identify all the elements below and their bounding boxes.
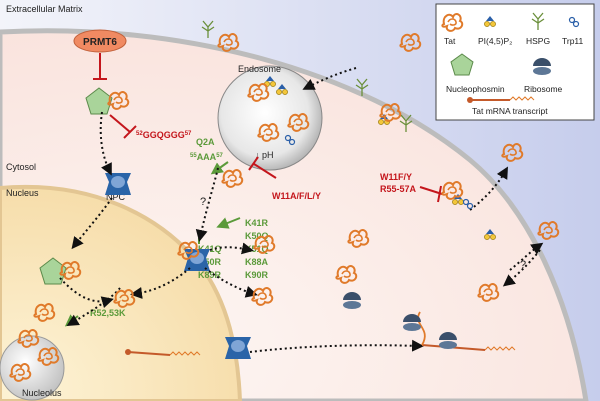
legend: Tat PI(4,5)P₂ HSPG Trp11 Nucleophosmin R… bbox=[435, 3, 595, 121]
ggq-inhibit-line bbox=[109, 114, 131, 133]
k-right-arrow bbox=[216, 217, 241, 229]
legend-nucleophosmin-label: Nucleophosmin bbox=[446, 84, 505, 94]
mrna-transcript-1 bbox=[125, 349, 201, 356]
nucleus-label: Nucleus bbox=[6, 188, 39, 198]
nucleophosmin-nucleus bbox=[39, 257, 67, 285]
k-left-label-2: K50R bbox=[198, 257, 222, 267]
w11f-inhibit-bar bbox=[437, 185, 442, 203]
ggq-inhibit-bar bbox=[123, 125, 137, 139]
legend-mrna-cap bbox=[467, 97, 473, 103]
npc-bottom bbox=[225, 337, 251, 359]
legend-nucleophosmin-icon bbox=[450, 53, 474, 76]
nucleolus-label: Nucleolus bbox=[22, 388, 62, 398]
arrow-npc-to-transcript bbox=[249, 339, 424, 353]
r55-label: R55-57A bbox=[380, 184, 417, 194]
arrow-ecm-to-endosome bbox=[302, 67, 357, 90]
legend-tat-label: Tat bbox=[444, 36, 456, 46]
legend-pip2-label: PI(4,5)P₂ bbox=[478, 36, 512, 46]
k-right-label-5: K90R bbox=[245, 270, 269, 280]
endosome-label: Endosome bbox=[238, 64, 281, 74]
legend-ribosome-label: Ribosome bbox=[524, 84, 563, 94]
aaa-label: 55AAA57 bbox=[190, 152, 224, 162]
cytosol-label: Cytosol bbox=[6, 162, 36, 172]
legend-mrna-label: Tat mRNA transcript bbox=[472, 106, 548, 116]
arrow-nucleus-tat bbox=[59, 277, 114, 308]
k-right-label-1: K41R bbox=[245, 218, 269, 228]
q2a-label: Q2A bbox=[196, 137, 215, 147]
prmt6-enzyme bbox=[73, 29, 127, 53]
w11f-label: W11F/Y bbox=[380, 172, 412, 182]
k-right-label-4: K88A bbox=[245, 257, 269, 267]
arrow-to-nucleolus bbox=[66, 287, 121, 327]
legend-hspg-label: HSPG bbox=[526, 36, 550, 46]
npc-label: NPC bbox=[106, 192, 126, 202]
prmt6-label: PRMT6 bbox=[83, 37, 117, 48]
arrow-endosome-to-npc bbox=[195, 167, 219, 242]
w11a-label: W11A/F/L/Y bbox=[272, 191, 321, 201]
arrow-npc-to-cytosol bbox=[204, 267, 258, 298]
arrow-npc-to-nucleus-2 bbox=[130, 267, 191, 299]
arrow-npc-to-nucleus bbox=[71, 197, 113, 250]
r52-label: R52,53K bbox=[90, 308, 126, 318]
npc-top bbox=[105, 173, 131, 195]
aaa-arrow bbox=[210, 161, 229, 175]
arrow-membrane-out bbox=[469, 166, 508, 211]
w11a-inhibit-line bbox=[253, 163, 277, 179]
k-left-label-3: K89R bbox=[198, 270, 222, 280]
question-mark-npc: ? bbox=[200, 196, 206, 208]
ph-label: ↓ pH bbox=[255, 150, 274, 160]
arrow-membrane-right-out bbox=[509, 242, 544, 271]
endosome-shape bbox=[217, 65, 323, 171]
extracellular-label: Extracellular Matrix bbox=[6, 4, 83, 14]
arrow-membrane-right-in bbox=[502, 249, 541, 287]
w11a-inhibit-bar bbox=[248, 156, 259, 171]
legend-mrna-tail bbox=[509, 96, 535, 101]
w11f-inhibit-line bbox=[419, 186, 443, 195]
k-right-label-2: K50Q bbox=[245, 231, 269, 241]
arrow-pentagon-to-npc bbox=[99, 111, 112, 176]
legend-trp11-label: Trp11 bbox=[562, 36, 584, 46]
ggq-label: 52GGQGGG57 bbox=[136, 130, 192, 140]
question-mark-membrane: ? bbox=[520, 259, 526, 271]
